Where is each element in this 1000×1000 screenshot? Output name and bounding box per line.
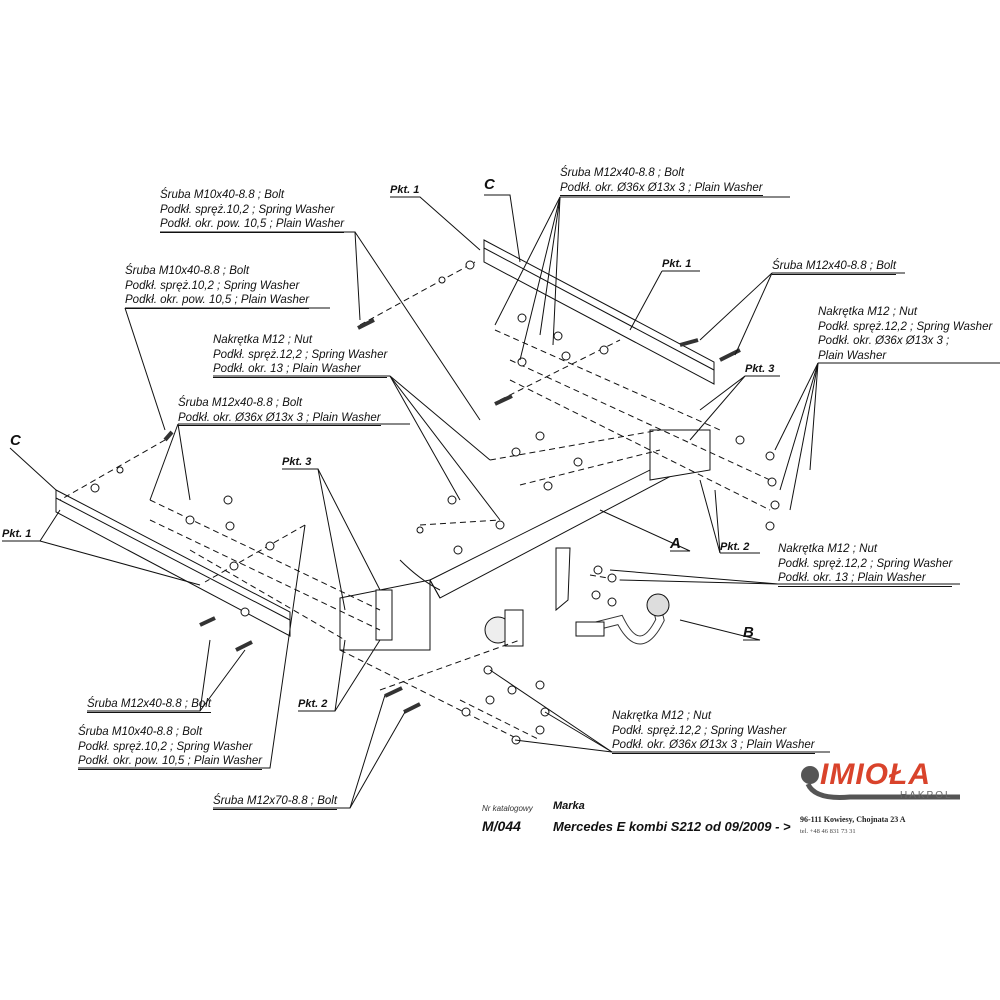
ball-hitch-b [575,593,670,645]
pkt1-label: Pkt. 1 [662,258,692,270]
part-a-label: A [670,535,681,552]
label-bolt-m12-right: Śruba M12x40-8.8 ; Bolt [772,259,897,275]
catalog-number: M/044 [482,818,521,834]
catalog-number-label: Nr katalogowy [482,804,533,813]
production-date: od 09/2009 - > [705,819,791,834]
vehicle-model: Mercedes E kombi S212 [553,819,702,834]
leader-lines [2,194,1000,809]
bracket-c-left [55,489,291,637]
pkt1-label: Pkt. 1 [2,528,32,540]
company-phone: tel. +48 46 831 73 31 [800,828,856,835]
pkt2-label: Pkt. 2 [298,698,328,710]
pkt3-label: Pkt. 3 [282,456,312,468]
bolts [163,318,741,714]
company-address: 96-111 Kowiesy, Chojnata 23 A [800,815,906,824]
main-crossbar-a [339,429,711,651]
pkt3-label: Pkt. 3 [745,363,775,375]
fastener-lines [59,261,771,741]
company-logo: IMIOŁA [820,758,931,791]
brand-label: Marka [553,800,585,812]
part-c-label: C [484,176,495,193]
washers [90,260,780,745]
part-c-label: C [10,432,21,449]
company-sub-logo: HAKPOL [900,790,953,801]
part-b-label: B [743,624,754,641]
pkt2-label: Pkt. 2 [720,541,750,553]
bracket-c-right [483,239,715,385]
imiola-logo-mark [801,766,960,800]
pkt1-label: Pkt. 1 [390,184,420,196]
label-bolt-m12-bottom: Śruba M12x40-8.8 ; Bolt [87,697,212,713]
socket-plate [399,547,571,647]
label-bolt-m12x70: Śruba M12x70-8.8 ; Bolt [213,794,338,810]
